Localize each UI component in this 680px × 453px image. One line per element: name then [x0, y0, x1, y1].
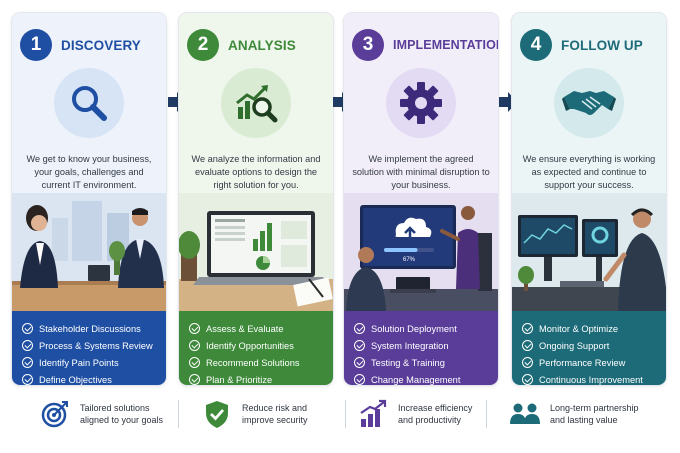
- checklist-item: Identify Opportunities: [189, 337, 333, 354]
- check-icon: [189, 374, 200, 385]
- target-icon: [38, 397, 72, 431]
- footer-divider: [486, 400, 487, 428]
- progress-label: 67%: [403, 257, 416, 263]
- benefits-footer: Tailored solutions aligned to your goals…: [0, 394, 680, 444]
- check-icon: [354, 357, 365, 368]
- shield-check-icon: [200, 397, 234, 431]
- check-icon: [22, 357, 33, 368]
- support-monitoring-illustration: [512, 193, 666, 311]
- checklist-item: Identify Pain Points: [22, 354, 166, 371]
- step-card-implementation: 3 IMPLEMENTATION We implement the agreed…: [343, 12, 499, 386]
- step-checklist: Monitor & Optimize Ongoing Support Perfo…: [512, 311, 666, 385]
- growth-chart-icon: [356, 397, 390, 431]
- check-icon: [354, 374, 365, 385]
- step-title: FOLLOW UP: [561, 37, 643, 53]
- checklist-item: Define Objectives: [22, 371, 166, 385]
- checklist-item: Performance Review: [522, 354, 666, 371]
- benefit-text: Reduce risk and improve security: [242, 403, 308, 425]
- check-icon: [522, 374, 533, 385]
- step-card-follow-up: 4 FOLLOW UP We ensure everything is work…: [511, 12, 667, 386]
- laptop-analytics-illustration: [179, 193, 333, 311]
- step-title: ANALYSIS: [228, 37, 296, 53]
- check-icon: [189, 357, 200, 368]
- meeting-illustration: [12, 193, 166, 311]
- step-number: 2: [187, 29, 219, 61]
- checklist-item: Solution Deployment: [354, 320, 498, 337]
- checklist-item: Stakeholder Discussions: [22, 320, 166, 337]
- check-icon: [22, 374, 33, 385]
- checklist-item: Change Management: [354, 371, 498, 385]
- card-header: 2 ANALYSIS: [187, 29, 329, 61]
- check-icon: [189, 340, 200, 351]
- step-description: We implement the agreed solution with mi…: [352, 154, 490, 190]
- step-card-discovery: 1 DISCOVERY We get to know your business…: [11, 12, 167, 386]
- benefit-item: Increase efficiency and productivity: [356, 394, 496, 434]
- footer-divider: [345, 400, 346, 428]
- team-icon: [508, 397, 542, 431]
- benefit-text: Long-term partnership and lasting value: [550, 403, 639, 425]
- checklist-item: Assess & Evaluate: [189, 320, 333, 337]
- step-description: We ensure everything is working as expec…: [522, 154, 656, 190]
- step-checklist: Solution Deployment System Integration T…: [344, 311, 498, 385]
- card-header: 4 FOLLOW UP: [520, 29, 662, 61]
- step-description: We get to know your business, your goals…: [26, 154, 152, 190]
- benefit-item: Long-term partnership and lasting value: [508, 394, 658, 434]
- footer-divider: [178, 400, 179, 428]
- checklist-item: Process & Systems Review: [22, 337, 166, 354]
- checklist-item: Monitor & Optimize: [522, 320, 666, 337]
- chart-magnifier-icon: [221, 68, 291, 138]
- checklist-item: Testing & Training: [354, 354, 498, 371]
- deployment-illustration: 67%: [344, 193, 498, 311]
- check-icon: [354, 340, 365, 351]
- benefit-text: Tailored solutions aligned to your goals: [80, 403, 164, 425]
- check-icon: [189, 323, 200, 334]
- checklist-item: Ongoing Support: [522, 337, 666, 354]
- check-icon: [22, 323, 33, 334]
- benefit-text: Increase efficiency and productivity: [398, 403, 473, 425]
- step-number: 1: [20, 29, 52, 61]
- card-header: 3 IMPLEMENTATION: [352, 29, 498, 61]
- magnifier-icon: [54, 68, 124, 138]
- checklist-item: Plan & Prioritize: [189, 371, 333, 385]
- check-icon: [22, 340, 33, 351]
- checklist-item: Recommend Solutions: [189, 354, 333, 371]
- step-description: We analyze the information and evaluate …: [191, 154, 321, 190]
- step-title: IMPLEMENTATION: [393, 38, 499, 52]
- benefit-item: Reduce risk and improve security: [200, 394, 340, 434]
- check-icon: [522, 340, 533, 351]
- card-header: 1 DISCOVERY: [20, 29, 162, 61]
- check-icon: [522, 357, 533, 368]
- step-number: 4: [520, 29, 552, 61]
- step-card-analysis: 2 ANALYSIS We analyze the information an…: [178, 12, 334, 386]
- check-icon: [354, 323, 365, 334]
- gear-icon: [386, 68, 456, 138]
- checklist-item: System Integration: [354, 337, 498, 354]
- step-checklist: Stakeholder Discussions Process & System…: [12, 311, 166, 385]
- handshake-icon: [554, 68, 624, 138]
- step-number: 3: [352, 29, 384, 61]
- checklist-item: Continuous Improvement: [522, 371, 666, 385]
- benefit-item: Tailored solutions aligned to your goals: [38, 394, 178, 434]
- step-checklist: Assess & Evaluate Identify Opportunities…: [179, 311, 333, 385]
- check-icon: [522, 323, 533, 334]
- progress-bar-fill: [384, 248, 418, 252]
- step-title: DISCOVERY: [61, 37, 141, 53]
